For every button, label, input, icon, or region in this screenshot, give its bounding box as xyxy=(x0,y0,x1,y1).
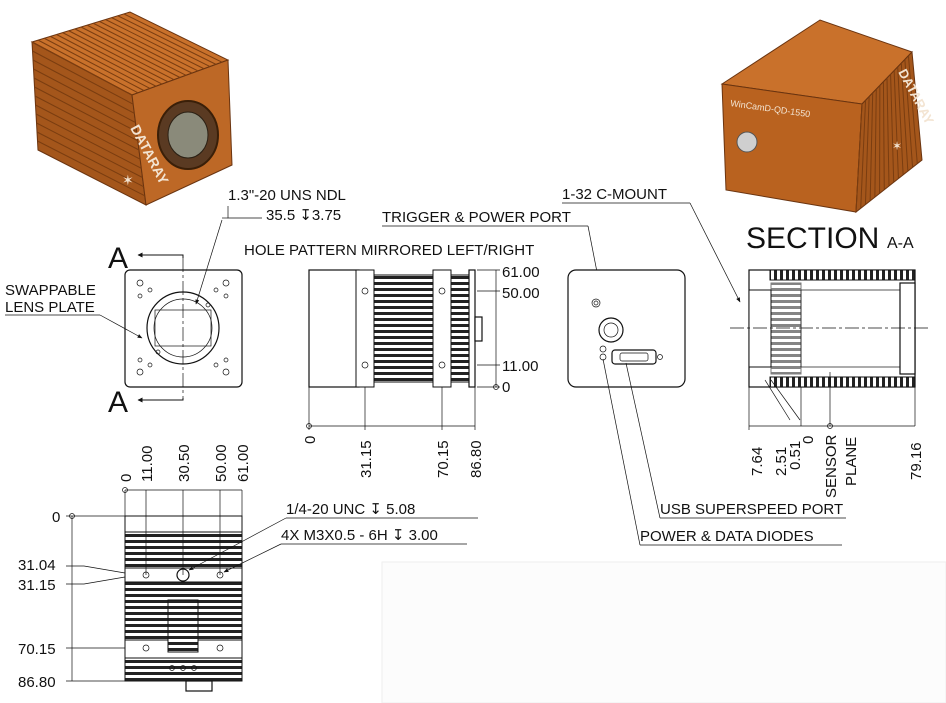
usb-port xyxy=(611,349,657,365)
bottom-dim-t11: 11.00 xyxy=(139,446,156,482)
side-rib-right xyxy=(432,269,452,388)
side-front-block xyxy=(308,269,360,388)
section-bottom-fins xyxy=(769,376,916,388)
bottom-dim-l70: 70.15 xyxy=(18,641,56,658)
bottom-connector xyxy=(185,680,213,692)
tripod-leader xyxy=(188,517,287,571)
mount-holes-label: 4X M3X0.5 - 6H ↧ 3.00 xyxy=(281,527,438,544)
lens-plate-label-2: LENS PLATE xyxy=(5,299,95,316)
side-finned-body xyxy=(358,274,470,383)
rear-plate xyxy=(567,269,686,388)
tripod-hole-label: 1/4-20 UNC ↧ 5.08 xyxy=(286,501,415,518)
c-mount-label: 1-32 C-MOUNT xyxy=(562,186,667,203)
side-dim-h86: 86.80 xyxy=(468,440,485,478)
camera-render-front: DATARAY ✶ xyxy=(30,11,233,206)
bottom-top-band xyxy=(124,515,243,533)
render-connector xyxy=(736,131,758,153)
camera-render-rear: WinCamD-QD-1550 DATARAY ✶ xyxy=(720,19,937,214)
sensor-plane-label-1: SENSOR xyxy=(823,434,840,498)
trigger-connector xyxy=(598,317,624,343)
section-sensor-holder xyxy=(770,282,802,375)
usb-leader xyxy=(625,362,661,519)
rear-view: TRIGGER & POWER PORT USB SUPERSPEED PORT… xyxy=(382,209,846,546)
section-dim-051: 0.51 xyxy=(787,441,804,470)
c-mount-leader xyxy=(689,202,741,303)
diodes-leader xyxy=(602,358,641,546)
render-fins xyxy=(31,13,223,197)
bottom-dim-l31a: 31.04 xyxy=(18,557,56,574)
render-lens-glass xyxy=(167,111,209,159)
thread-label: 1.3"-20 UNS NDL xyxy=(228,187,346,204)
side-dim-61: 61.00 xyxy=(502,264,540,281)
bottom-callouts: 1/4-20 UNC ↧ 5.08 4X M3X0.5 - 6H ↧ 3.00 xyxy=(188,501,478,573)
side-connector xyxy=(474,316,483,342)
side-rib-left xyxy=(355,269,375,388)
bottom-dim-l86: 86.80 xyxy=(18,674,56,691)
bottom-spine xyxy=(167,599,199,653)
bottom-dim-l0: 0 xyxy=(52,509,60,526)
render-star-front: ✶ xyxy=(122,172,134,188)
section-title: SECTION xyxy=(746,222,879,255)
side-dim-h31: 31.15 xyxy=(358,440,375,478)
section-lens-mount xyxy=(748,289,772,368)
section-dim-251: 2.51 xyxy=(773,447,790,476)
sensor-plane-label-2: PLANE xyxy=(843,437,860,486)
side-rear-plate xyxy=(468,269,476,388)
usb-port-label: USB SUPERSPEED PORT xyxy=(660,501,843,518)
front-screws xyxy=(136,279,230,376)
render2-fins xyxy=(855,55,918,213)
thread-depth-label: 35.5 ↧3.75 xyxy=(266,207,341,224)
section-arrow-bottom xyxy=(137,397,184,403)
bottom-dim-l31b: 31.15 xyxy=(18,577,56,594)
front-thread-callout: 1.3"-20 UNS NDL 35.5 ↧3.75 xyxy=(195,187,346,305)
diodes-label: POWER & DATA DIODES xyxy=(640,528,814,545)
section-dim-0: 0 xyxy=(800,436,817,444)
side-dim-h0: 0 xyxy=(302,436,319,444)
bottom-dim-t50: 50.00 xyxy=(213,444,230,482)
section-letter-top: A xyxy=(108,242,128,275)
lens-plate-label-1: SWAPPABLE xyxy=(5,282,96,299)
bottom-dim-t0: 0 xyxy=(118,474,135,482)
section-letter-bottom: A xyxy=(108,386,128,419)
side-dim-11: 11.00 xyxy=(502,358,538,375)
side-view: HOLE PATTERN MIRRORED LEFT/RIGHT 61.00 5… xyxy=(244,242,540,478)
section-rear-pcb xyxy=(899,282,916,375)
hole-pattern-label: HOLE PATTERN MIRRORED LEFT/RIGHT xyxy=(244,242,534,259)
side-dim-50: 50.00 xyxy=(502,285,540,302)
render-star-rear: ✶ xyxy=(892,139,902,153)
section-view: 1-32 C-MOUNT SECTION A-A 7.64 2.51 0.51 … xyxy=(562,186,930,498)
side-dim-0: 0 xyxy=(502,379,510,396)
section-arrow-top xyxy=(137,252,184,258)
side-dim-h70: 70.15 xyxy=(435,440,452,478)
bottom-view: 0 11.00 30.50 50.00 61.00 0 31.04 31.15 … xyxy=(18,444,252,692)
bottom-dim-t61: 61.00 xyxy=(235,444,252,482)
front-view: A A xyxy=(108,242,243,419)
lens-plate-callout: SWAPPABLE LENS PLATE xyxy=(5,282,143,339)
bottom-dim-t30: 30.50 xyxy=(176,444,193,482)
thread-leader xyxy=(195,219,223,305)
section-dim-7916: 79.16 xyxy=(908,442,925,480)
lens-plate-leader xyxy=(99,314,143,339)
section-top-fins xyxy=(769,269,916,281)
blank-panel xyxy=(381,561,946,703)
section-dim-764: 7.64 xyxy=(749,447,766,476)
trigger-port-label: TRIGGER & POWER PORT xyxy=(382,209,571,226)
mount-holes-leader xyxy=(223,543,282,573)
section-subtitle: A-A xyxy=(887,235,914,252)
